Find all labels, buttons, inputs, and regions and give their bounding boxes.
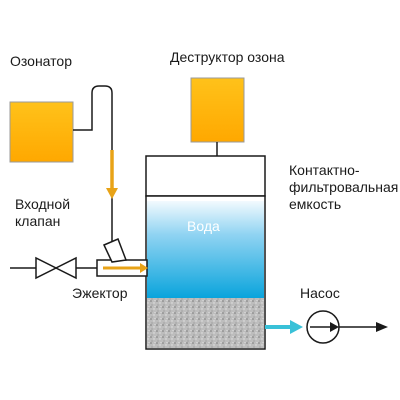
tank-label-line2: фильтровальная (289, 179, 399, 195)
water-zone (147, 201, 264, 298)
inlet-valve (35, 256, 58, 280)
tank-label: Контактно- фильтровальная емкость (289, 162, 398, 213)
tank-label-line1: Контактно- (289, 162, 360, 178)
inlet-valve-right (54, 256, 77, 280)
pump-label: Насос (300, 285, 340, 301)
ozonator-label: Озонатор (10, 53, 72, 69)
ozone-destructor-unit (190, 77, 245, 143)
outlet-flow-arrowhead (290, 320, 303, 334)
ejector-flow-arrowhead (140, 263, 148, 273)
pump-internal-arrowhead (330, 322, 339, 332)
filter-media-zone (147, 298, 264, 348)
ozone-destructor-label: Деструктор озона (170, 49, 285, 65)
ozone-supply-pipe (73, 85, 113, 255)
ozonator-unit (9, 101, 74, 163)
discharge-arrowhead (376, 322, 388, 332)
ozone-flow-arrowhead (106, 188, 118, 199)
inlet-valve-label-line1: Входной (15, 196, 71, 212)
inlet-valve-label-line2: клапан (15, 213, 61, 229)
inlet-valve-label: Входной клапан (15, 196, 70, 230)
ejector-label: Эжектор (72, 285, 128, 301)
tank-headspace (145, 155, 266, 197)
tank-label-line3: емкость (289, 196, 342, 212)
ejector-nozzle (102, 238, 128, 263)
water-label: Вода (187, 218, 220, 234)
